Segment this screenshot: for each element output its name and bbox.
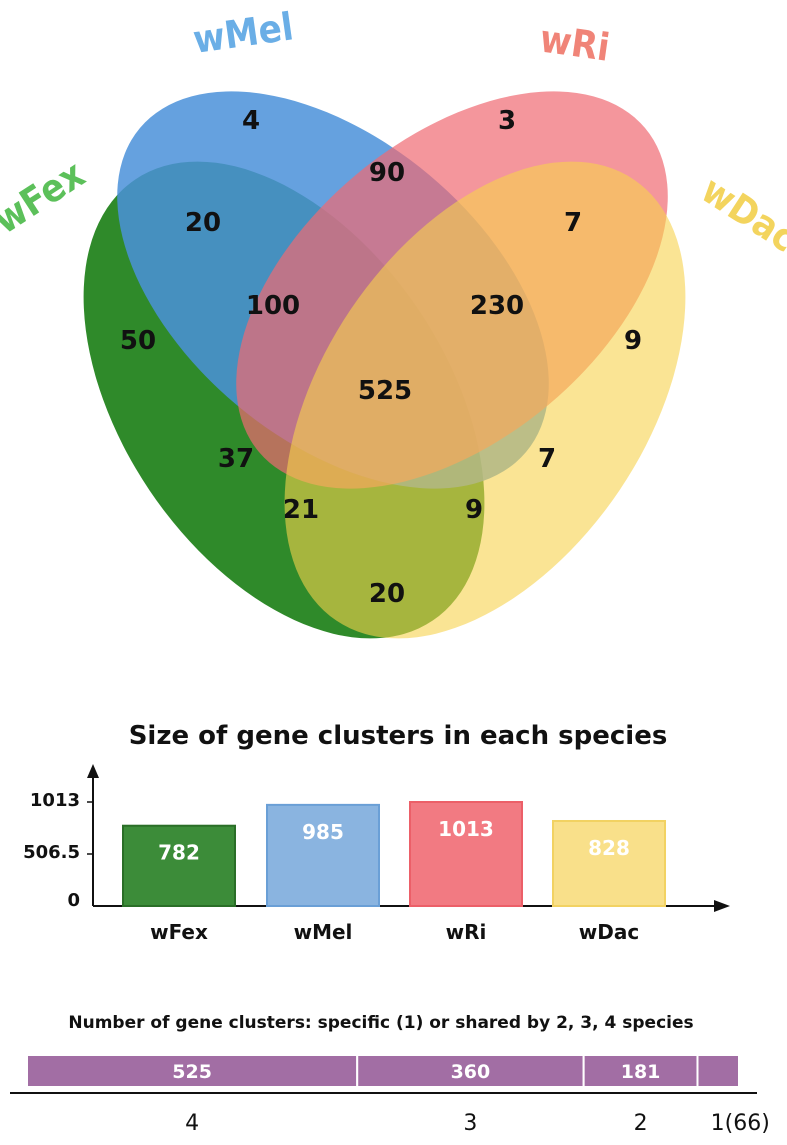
x-axis-arrow (714, 900, 730, 912)
bar-wFex (122, 824, 236, 907)
strip-title: Number of gene clusters: specific (1) or… (68, 1013, 693, 1033)
venn-region-wMel-wRi: 90 (369, 158, 405, 188)
y-axis-arrow (87, 764, 99, 778)
strip-tick-label-2: 3 (463, 1111, 477, 1136)
bar-value-label-wRi: 1013 (438, 817, 494, 841)
venn-region-all-four: 525 (358, 376, 412, 406)
venn-region-wRi-only: 3 (498, 106, 516, 136)
strip-tick-label-3: 2 (634, 1111, 648, 1136)
venn-region-wRi-wDac: 7 (564, 208, 582, 238)
y-tick-label-0: 0 (67, 890, 80, 911)
venn-region-wFex-wDac: 20 (369, 579, 405, 609)
strip-segment-value-3: 181 (621, 1061, 661, 1083)
bar-value-label-wFex: 782 (158, 841, 200, 865)
venn-ellipse-wDac (284, 161, 686, 639)
bar-wDac (552, 819, 666, 908)
strip-tick-label-1: 4 (185, 1111, 199, 1136)
venn-set-label-wMel: wMel (190, 4, 296, 62)
bar-wRi (409, 801, 523, 907)
x-category-label-wMel: wMel (294, 920, 353, 944)
bar-chart-title: Size of gene clusters in each species (129, 721, 668, 751)
venn-region-wMel-wDac: 7 (538, 444, 556, 474)
strip-segment-value-1: 525 (172, 1061, 212, 1083)
strip-segment-2 (356, 1054, 585, 1088)
bar-chart: Size of gene clusters in each species 10… (23, 721, 730, 944)
venn-set-label-wRi: wRi (537, 16, 612, 69)
bar-group: 782 wFex 985 wMel 1013 wRi 828 wDac (122, 801, 666, 944)
bar-value-label-wDac: 828 (588, 836, 630, 860)
strip-tick-label-4: 1(66) (711, 1111, 770, 1136)
strip-segment-3 (582, 1054, 699, 1088)
venn-region-wFex-wMel-wRi: 100 (246, 291, 300, 321)
bar-value-label-wMel: 985 (302, 820, 344, 844)
strip-segment-value-2: 360 (451, 1061, 491, 1083)
shared-clusters-strip: Number of gene clusters: specific (1) or… (10, 1013, 770, 1136)
x-category-label-wFex: wFex (150, 920, 208, 944)
strip-segment-4 (696, 1054, 740, 1088)
venn-set-label-wDac: wDac (694, 168, 787, 261)
y-tick-label-1013: 1013 (30, 790, 80, 811)
venn-region-wMel-only: 4 (242, 106, 260, 136)
x-category-label-wRi: wRi (446, 920, 487, 944)
venn-region-wMel-wRi-wDac: 230 (470, 291, 524, 321)
venn-region-wFex-only: 50 (120, 326, 156, 356)
y-tick-label-506.5: 506.5 (23, 842, 80, 863)
venn-region-wFex-wMel-wDac: 9 (465, 495, 483, 525)
venn-region-wDac-only: 9 (624, 326, 642, 356)
venn-set-label-wFex: wFex (0, 152, 92, 243)
venn-region-wFex-wRi: 37 (218, 444, 254, 474)
strip-segments: 525 4 360 3 181 2 1(66) (26, 1054, 770, 1136)
x-category-label-wDac: wDac (579, 920, 639, 944)
venn-region-wFex-wMel: 20 (185, 208, 221, 238)
venn-diagram: wFex wMel wRi wDac 4 3 90 20 7 100 230 5… (0, 4, 787, 639)
bar-wMel (266, 803, 380, 908)
venn-region-wFex-wRi-wDac: 21 (283, 495, 319, 525)
